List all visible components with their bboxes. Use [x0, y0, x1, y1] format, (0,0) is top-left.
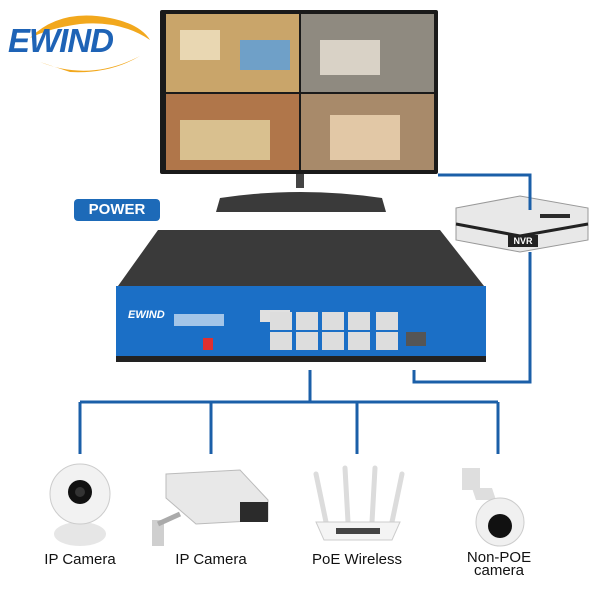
brand-logo: EWIND [8, 22, 114, 59]
ptz-camera-icon [462, 468, 525, 547]
device-label-ip-camera-1: IP Camera [44, 551, 116, 568]
device-label-poe-wireless: PoE Wireless [311, 551, 403, 568]
bullet-camera-icon [152, 469, 269, 546]
device-label-non-poe-camera: Non-POE camera [466, 549, 532, 579]
monitor-icon [160, 10, 438, 212]
switch-brand-label: EWIND [128, 309, 165, 321]
device-label-ip-camera-2: IP Camera [175, 551, 247, 568]
poe-switch [116, 230, 486, 362]
logo-swoosh [30, 15, 150, 40]
power-label: POWER [74, 199, 160, 221]
nvr-label: NVR [508, 235, 538, 247]
cables [78, 173, 532, 454]
wireless-router-icon [313, 465, 405, 525]
dome-camera-icon [49, 463, 111, 546]
